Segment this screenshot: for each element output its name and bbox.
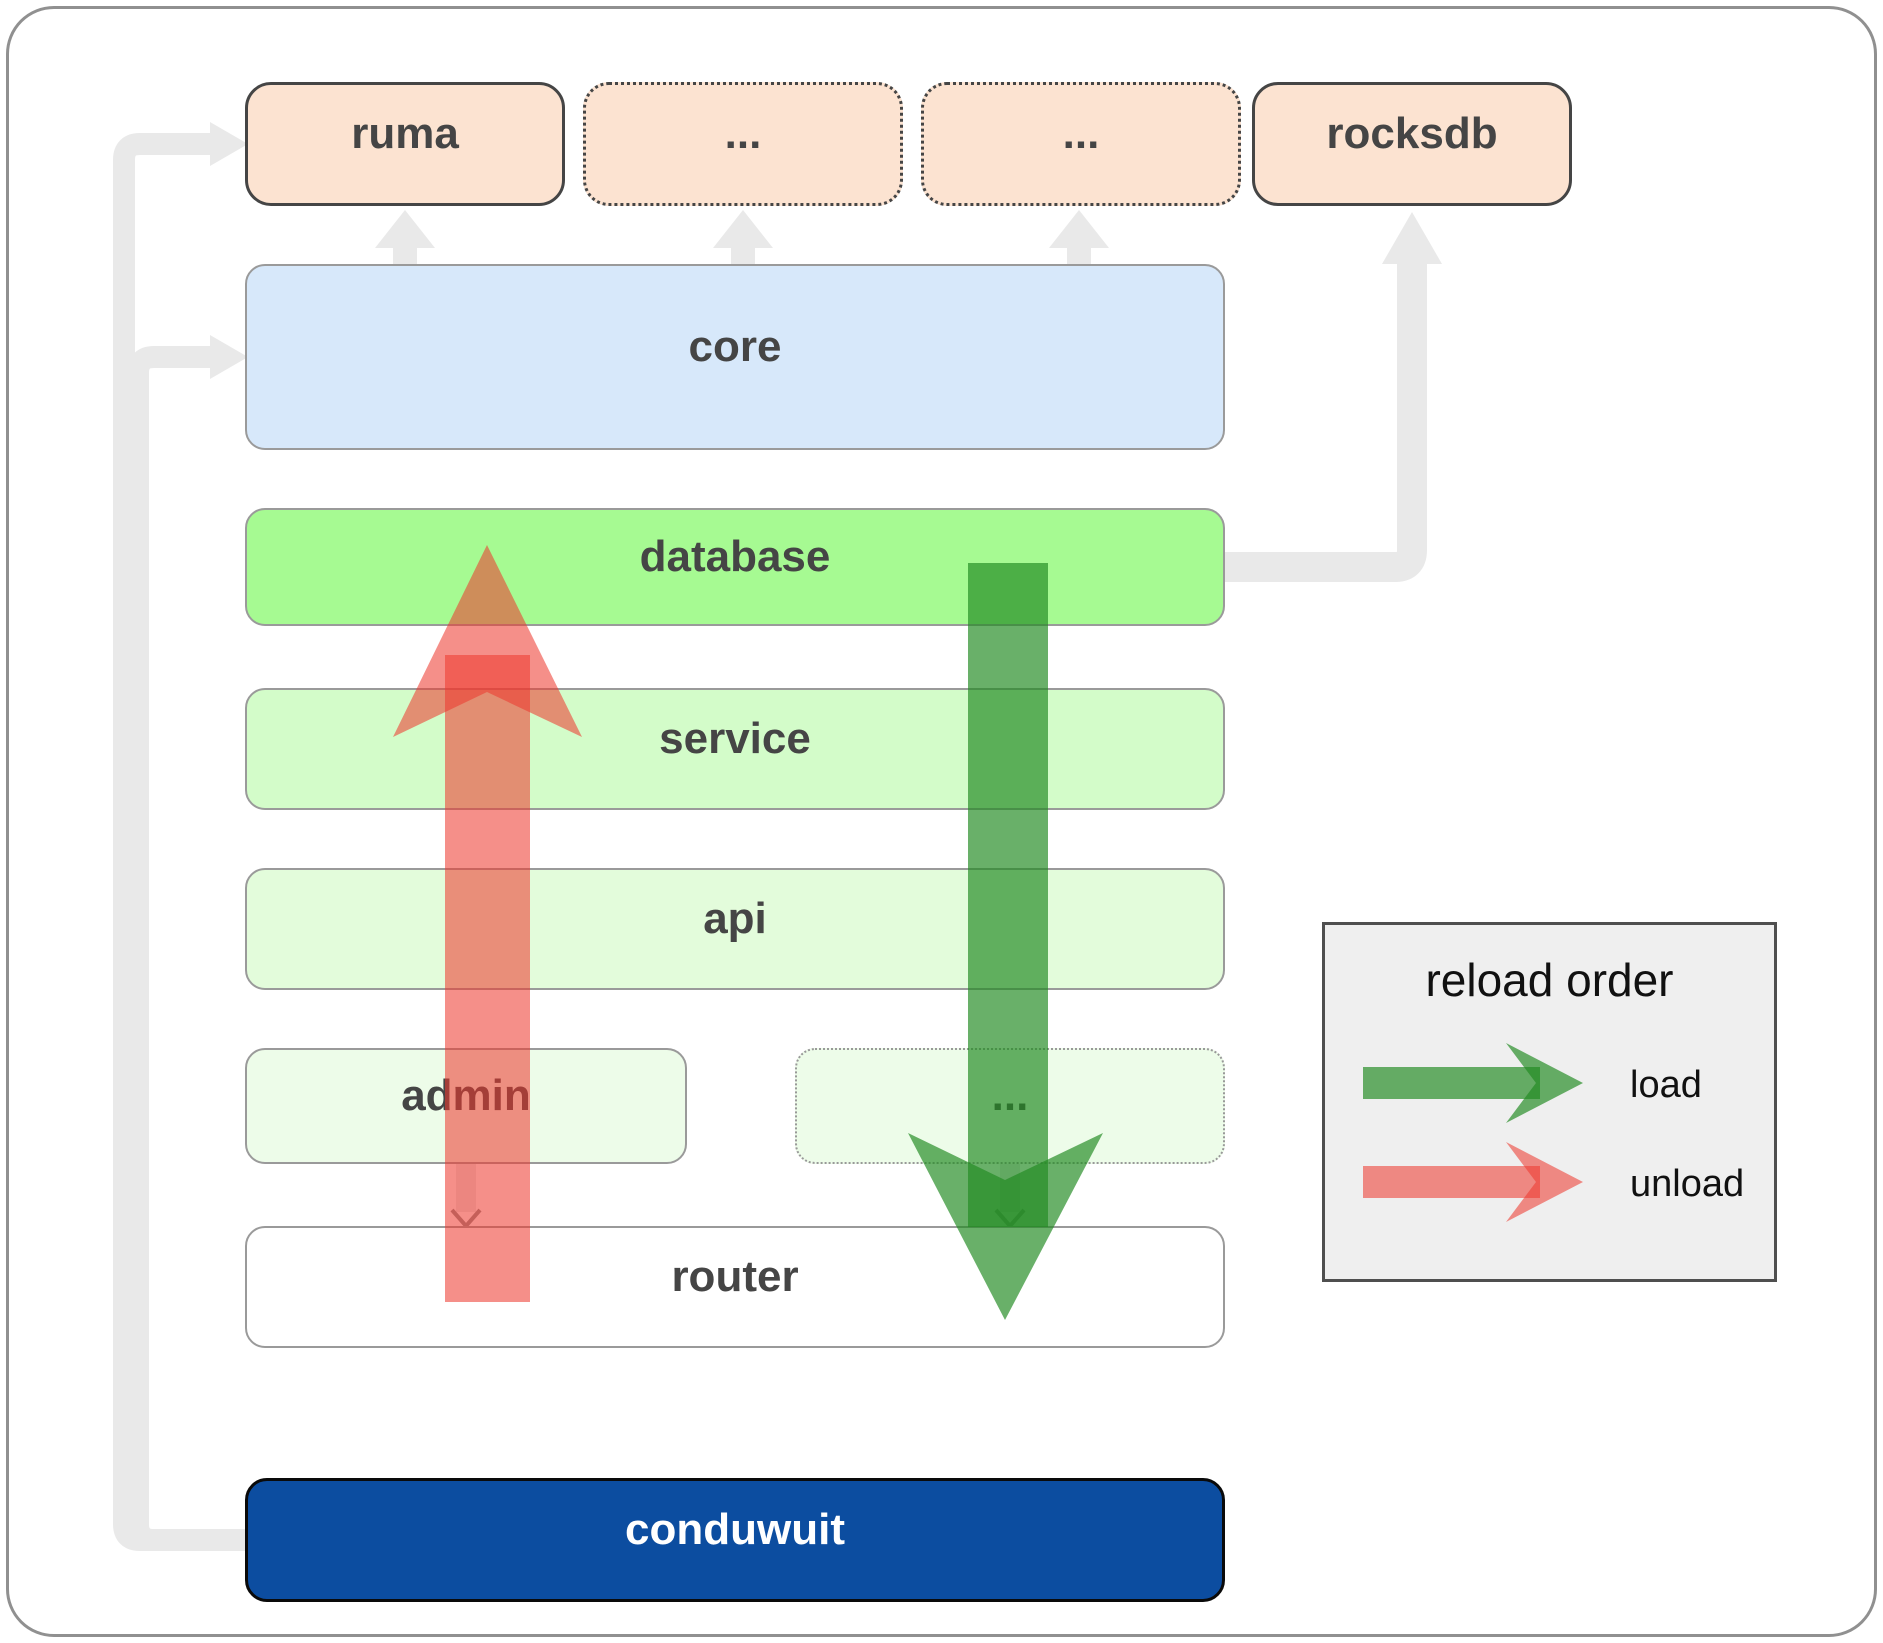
node-database: database (245, 508, 1225, 626)
node-admin: admin (245, 1048, 687, 1164)
node-ellipsis-2: ... (921, 82, 1241, 206)
node-router-label: router (671, 1252, 799, 1301)
legend: reload order load unload (1322, 922, 1777, 1282)
node-core-label: core (688, 322, 782, 371)
node-ruma: ruma (245, 82, 565, 206)
node-rocksdb-label: rocksdb (1326, 109, 1498, 158)
node-conduwuit-label: conduwuit (625, 1505, 845, 1554)
legend-title: reload order (1425, 954, 1674, 1006)
node-router: router (245, 1226, 1225, 1348)
node-service: service (245, 688, 1225, 810)
node-ellipsis-1-label: ... (724, 109, 762, 158)
node-ellipsis-3-label: ... (991, 1071, 1029, 1120)
diagram-frame (6, 6, 1877, 1637)
node-rocksdb: rocksdb (1252, 82, 1572, 206)
node-core: core (245, 264, 1225, 450)
node-api: api (245, 868, 1225, 990)
node-admin-label: admin (401, 1071, 531, 1120)
node-ruma-label: ruma (351, 109, 459, 158)
legend-unload-label: unload (1630, 1163, 1745, 1205)
legend-load-label: load (1630, 1064, 1702, 1106)
node-service-label: service (659, 714, 811, 763)
node-api-label: api (703, 894, 767, 943)
node-conduwuit: conduwuit (245, 1478, 1225, 1602)
node-ellipsis-2-label: ... (1062, 109, 1100, 158)
node-ellipsis-3: ... (795, 1048, 1225, 1164)
node-ellipsis-1: ... (583, 82, 903, 206)
node-database-label: database (639, 532, 831, 581)
